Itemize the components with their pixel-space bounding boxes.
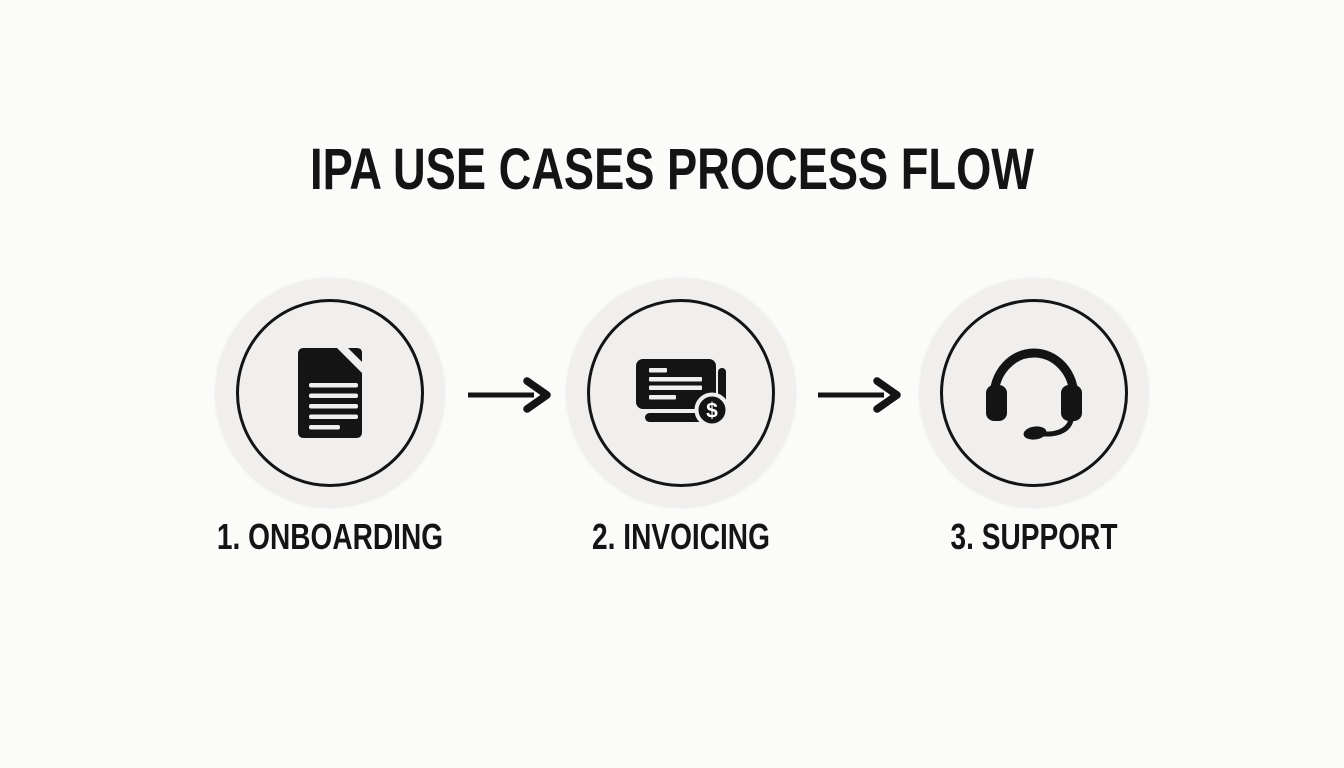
circle-ring [236, 299, 424, 487]
invoice-icon: $ [636, 359, 727, 428]
circle-ring [940, 299, 1128, 487]
step-circle-onboarding [215, 278, 445, 508]
document-icon [298, 348, 362, 438]
arrow-right-icon [468, 377, 551, 413]
step-circle-support [919, 278, 1149, 508]
step-label-invoicing: 2. INVOICING [592, 516, 770, 557]
arrow-right-icon [818, 377, 901, 413]
page-title: IPA USE CASES PROCESS FLOW [310, 137, 1034, 202]
circle-ring: $ [587, 299, 775, 487]
step-label-onboarding: 1. ONBOARDING [216, 516, 444, 557]
step-label-support: 3. SUPPORT [950, 516, 1118, 557]
dollar-coin-icon [694, 392, 727, 428]
dollar-sign: $ [706, 400, 718, 423]
step-circle-invoicing: $ [566, 278, 796, 508]
headset-icon [986, 348, 1082, 440]
